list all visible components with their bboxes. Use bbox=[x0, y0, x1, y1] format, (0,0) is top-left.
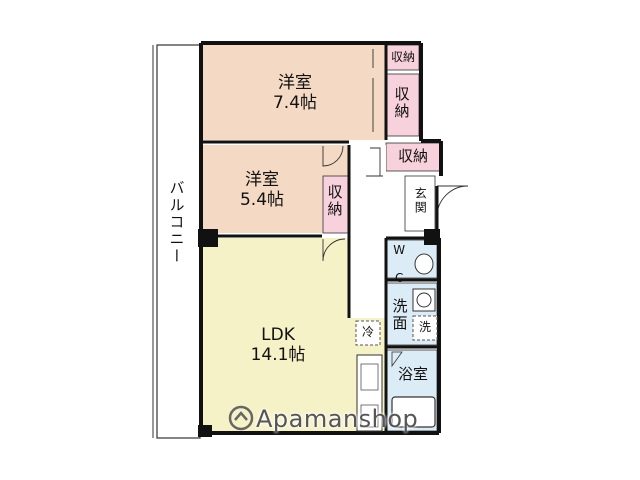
bedroom1-size: 7.4帖 bbox=[272, 93, 318, 113]
apamanshop-logo-icon bbox=[228, 405, 254, 431]
bedroom1-name: 洋室 bbox=[278, 73, 312, 93]
fridge-label: 冷 bbox=[361, 325, 374, 339]
ldk-name: LDK bbox=[261, 325, 295, 345]
entrance-area bbox=[404, 175, 436, 232]
toilet bbox=[414, 253, 434, 275]
balcony-area bbox=[156, 44, 201, 439]
kitchen-sink bbox=[360, 363, 379, 391]
watermark-text: Apamanshop bbox=[256, 405, 419, 433]
ldk-size: 14.1帖 bbox=[250, 345, 306, 365]
closet-mid-area bbox=[385, 142, 441, 172]
ldk-area bbox=[203, 238, 349, 431]
bathtub bbox=[391, 396, 436, 428]
kitchen-stove bbox=[360, 404, 379, 428]
balcony-label: バルコニー bbox=[167, 180, 186, 265]
closet-top-label: 収納 bbox=[392, 86, 411, 120]
fridge-box bbox=[355, 320, 381, 346]
pillar-right bbox=[424, 229, 440, 245]
washer-label: 洗 bbox=[418, 320, 431, 334]
apamanshop-watermark: Apamanshop bbox=[228, 405, 418, 433]
bedroom1-area bbox=[203, 45, 386, 140]
washer-box bbox=[412, 315, 438, 341]
closet-top-small-label: 収納 bbox=[390, 50, 415, 64]
wc-label: W C bbox=[392, 243, 407, 285]
pillar-bottom bbox=[198, 425, 212, 437]
entrance-label: 玄関 bbox=[413, 187, 428, 215]
closet-bedroom2-area bbox=[322, 175, 350, 234]
closet-bedroom2-label: 収納 bbox=[325, 184, 344, 218]
closet-top-small-area bbox=[385, 44, 420, 71]
bedroom2-size: 5.4帖 bbox=[239, 190, 285, 210]
bedroom2-name: 洋室 bbox=[245, 170, 279, 190]
washroom-label: 洗面 bbox=[390, 298, 409, 332]
bath-label: 浴室 bbox=[397, 365, 428, 383]
pillar-left bbox=[198, 229, 218, 247]
closet-mid-label: 収納 bbox=[397, 147, 428, 165]
